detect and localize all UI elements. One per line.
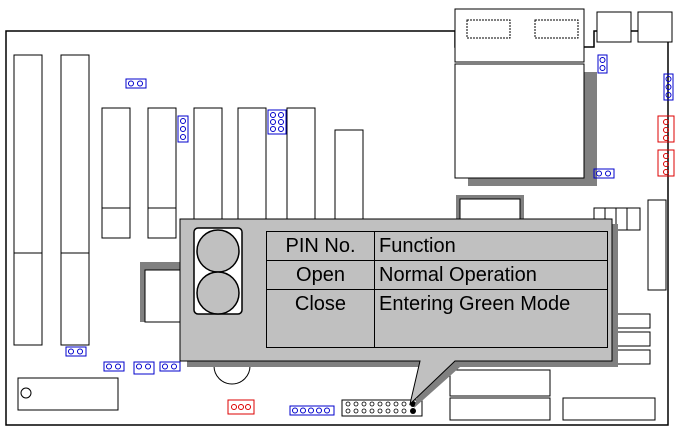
row-close-pin: Close — [266, 289, 375, 348]
right-connectors — [449, 199, 667, 421]
expansion-slots — [13, 54, 364, 346]
row-open-function: Normal Operation — [374, 260, 608, 290]
pin-function-table: PIN No. Function Open Normal Operation C… — [266, 231, 608, 348]
blue-jumpers — [65, 54, 674, 416]
table-row: Open Normal Operation — [266, 260, 608, 290]
table-row: Close Entering Green Mode — [266, 289, 608, 348]
chipset-2 — [144, 269, 186, 323]
row-open-pin: Open — [266, 260, 375, 290]
front-panel-header — [341, 399, 423, 417]
jumper-icon — [193, 227, 243, 315]
io-port-connectors — [454, 8, 673, 63]
row-close-function: Entering Green Mode — [374, 289, 608, 348]
green-mode-pin-2 — [410, 408, 416, 414]
cpu-socket — [454, 63, 585, 179]
table-header-row: PIN No. Function — [266, 231, 608, 261]
header-pin-no: PIN No. — [266, 231, 375, 261]
red-connectors — [227, 115, 675, 415]
header-function: Function — [374, 231, 608, 261]
bios-chip — [17, 377, 119, 411]
